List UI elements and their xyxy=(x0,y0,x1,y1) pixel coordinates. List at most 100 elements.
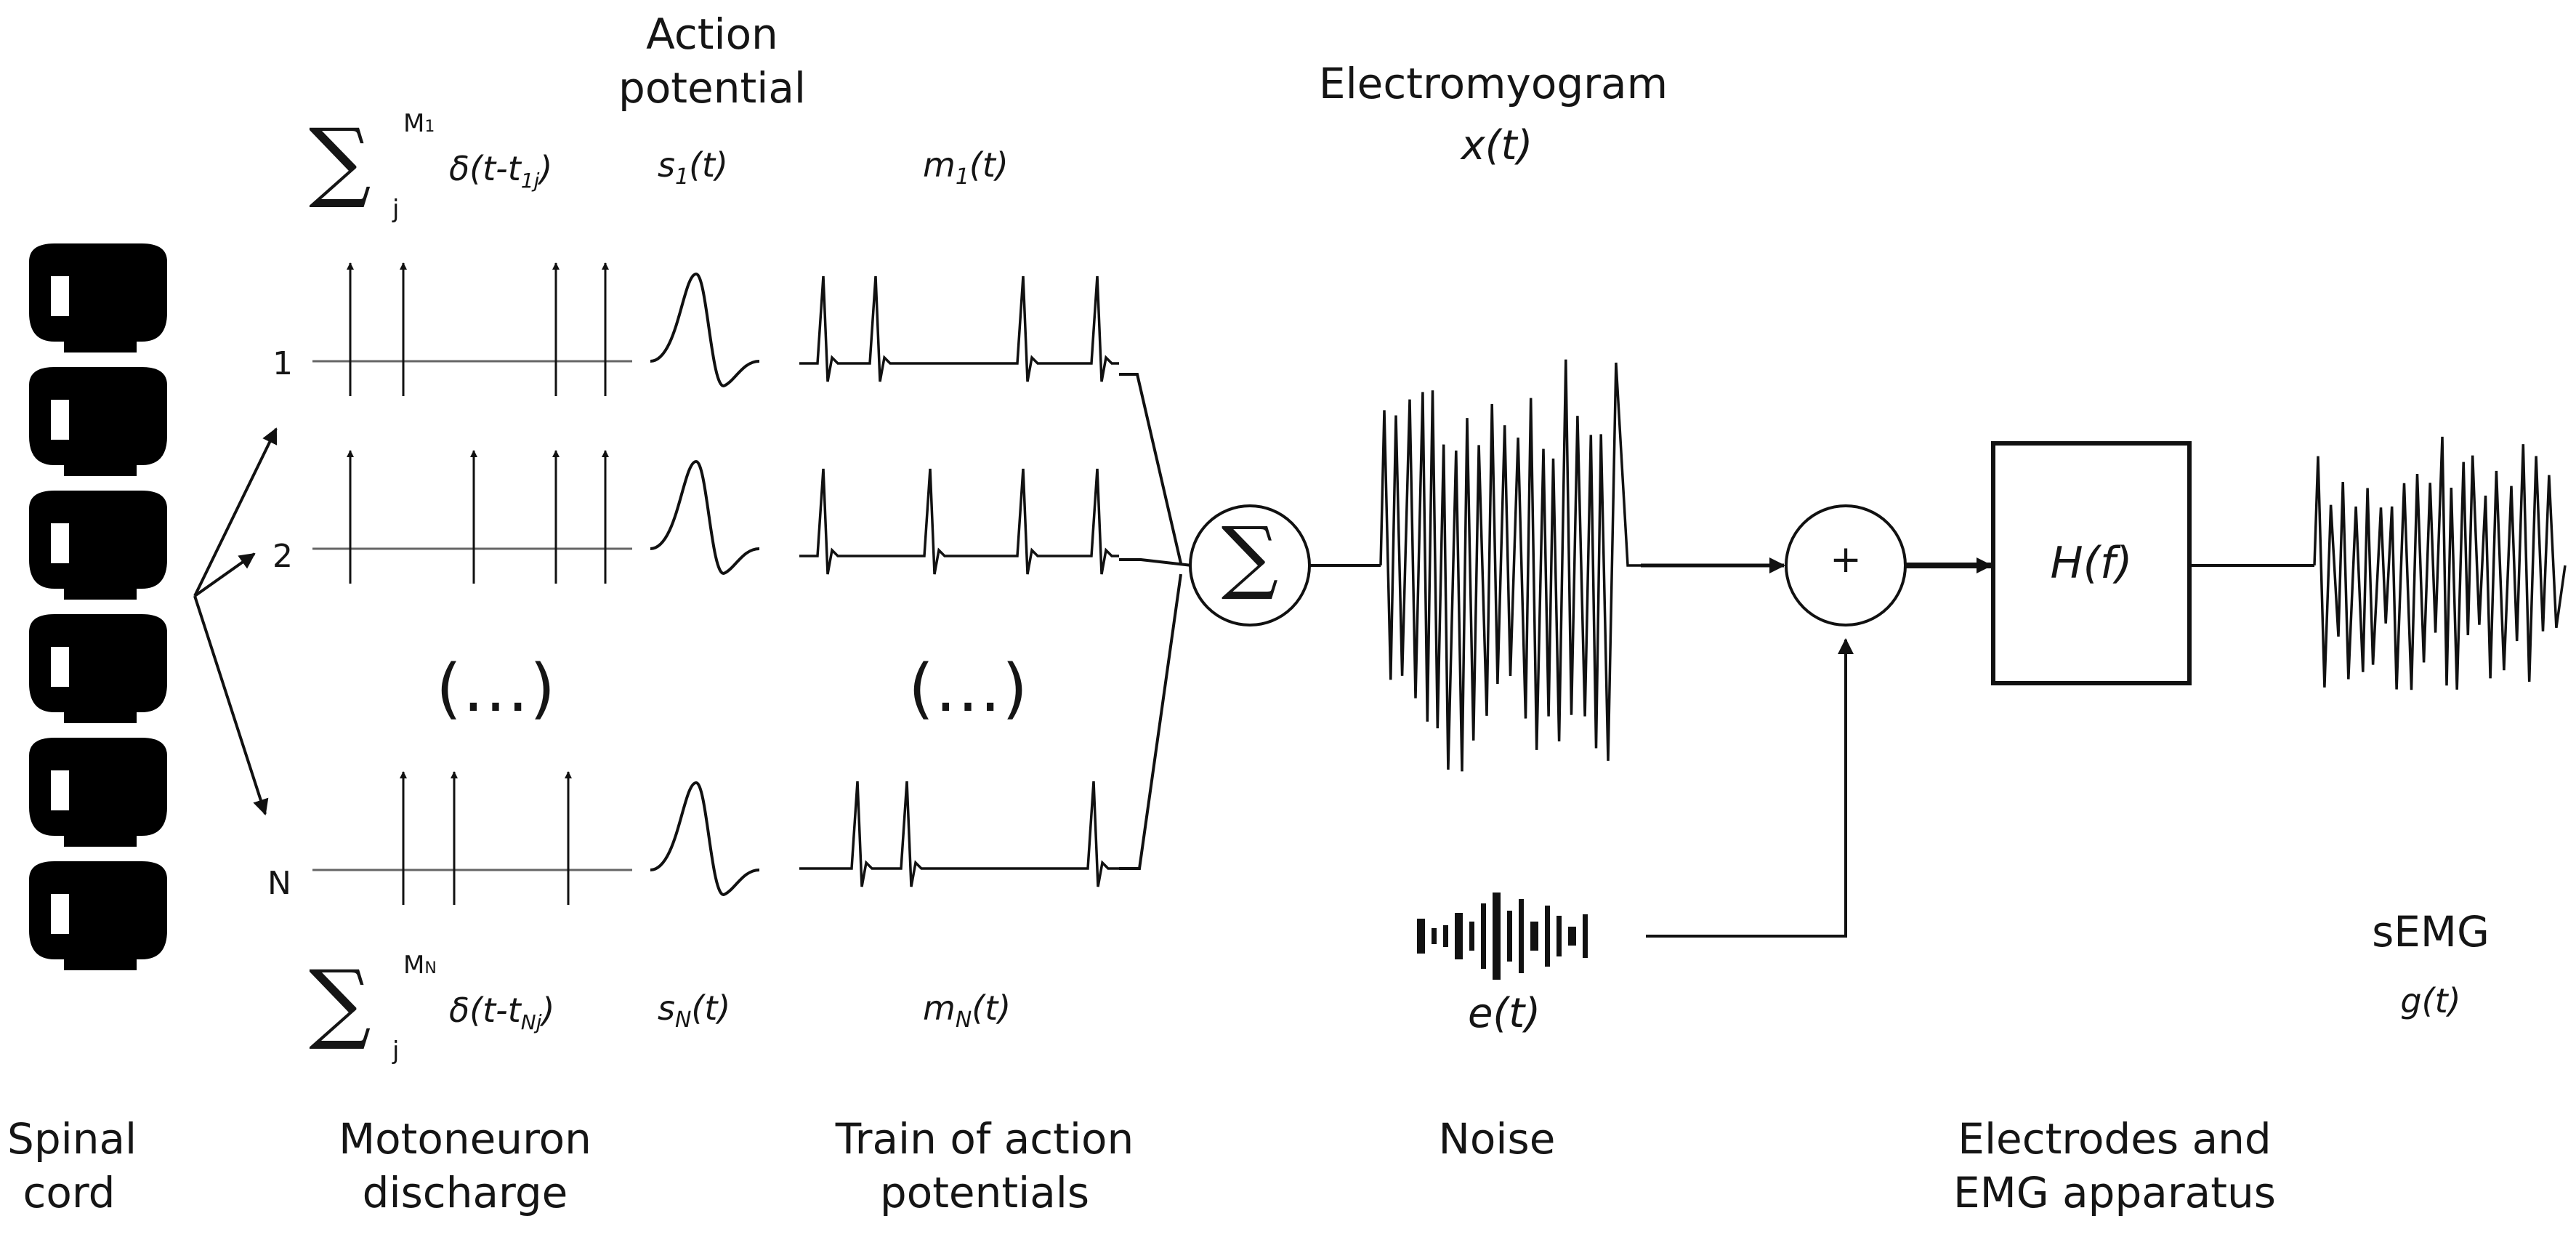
spinal-cord-label: Spinal cord xyxy=(7,1112,137,1220)
noise-bar-8 xyxy=(1507,911,1512,962)
filter-label: H(f) xyxy=(2050,538,2133,589)
noise-waveform-icon xyxy=(1417,893,1588,980)
vertebra-1 xyxy=(29,243,167,342)
train-of-action-potentials-label: Train of action potentials xyxy=(799,1112,1170,1220)
e-t-label: e(t) xyxy=(1467,990,1541,1037)
motoneuron-label-line2: discharge xyxy=(362,1168,568,1217)
g-t-label: g(t) xyxy=(2400,981,2461,1020)
sN-arg: (t) xyxy=(691,988,731,1028)
action-potential-waveforms xyxy=(650,272,760,896)
convergence-lines xyxy=(1119,373,1192,870)
sum-bottom-M-sub: N xyxy=(424,959,437,978)
vertebra-disc-2 xyxy=(64,463,137,476)
branch-arrow-2 xyxy=(193,552,256,597)
vertebra-disc-5 xyxy=(64,834,137,847)
vertebra-disc-4 xyxy=(64,710,137,723)
electrodes-label-line2: EMG apparatus xyxy=(1953,1168,2276,1217)
motoneuron-label-line1: Motoneuron xyxy=(339,1114,591,1164)
spinal-cord-label-line2: cord xyxy=(23,1168,116,1217)
noise-bar-10 xyxy=(1530,922,1538,951)
action-potential-label-line1: Action xyxy=(646,9,778,59)
noise-bar-7 xyxy=(1493,893,1501,980)
action-potential-trains xyxy=(799,275,1119,887)
filter-box xyxy=(1991,441,2192,685)
train-row-1 xyxy=(799,275,1119,382)
sum-top-M: M xyxy=(403,109,425,138)
train-row-2 xyxy=(799,468,1119,575)
delta-top-sub: 1j xyxy=(520,169,540,193)
row-label-N: N xyxy=(267,865,291,902)
s1-sub: 1 xyxy=(674,164,690,190)
vertebra-2 xyxy=(29,367,167,465)
m1-sub: 1 xyxy=(955,164,969,190)
s1-base: s xyxy=(658,145,675,185)
noise-bar-3 xyxy=(1443,925,1448,947)
sum-bottom-M: M xyxy=(403,951,425,980)
sigma-node-symbol: ∑ xyxy=(1221,509,1279,603)
action-potential-row-1 xyxy=(650,272,760,387)
noise-bar-12 xyxy=(1556,916,1562,956)
motoneuron-discharge-spikes xyxy=(312,262,632,905)
mN-sub: N xyxy=(955,1007,972,1034)
spine-branch-arrows xyxy=(193,427,278,815)
train-label-line2: potentials xyxy=(879,1168,1090,1217)
electromyogram-signal xyxy=(1379,359,1641,772)
branch-arrow-1 xyxy=(193,427,278,597)
ellipsis-motoneurons: (...) xyxy=(436,650,557,727)
motoneuron-discharge-label: Motoneuron discharge xyxy=(305,1112,625,1220)
branch-arrow-N xyxy=(193,595,269,815)
semg-label: sEMG xyxy=(2372,907,2490,956)
vertebra-disc-3 xyxy=(64,587,137,600)
noise-bar-2 xyxy=(1432,928,1437,944)
noise-bar-4 xyxy=(1455,913,1463,959)
vertebra-3 xyxy=(29,491,167,589)
action-potential-label-line2: potential xyxy=(618,63,806,113)
delta-bottom-close: ) xyxy=(541,991,555,1030)
train-1-link xyxy=(1119,373,1182,564)
electromyogram-label: Electromyogram xyxy=(1318,59,1668,108)
m1-base: m xyxy=(923,145,956,185)
noise-bar-1 xyxy=(1417,919,1425,954)
spinal-cord-icon xyxy=(29,243,167,970)
delta-bottom-sub: Nj xyxy=(520,1010,542,1035)
sN-label: sN(t) xyxy=(658,988,730,1033)
mN-base: m xyxy=(923,988,956,1028)
sum-top-M-sub: 1 xyxy=(424,118,435,136)
mN-label: mN(t) xyxy=(923,988,1011,1033)
row-label-1: 1 xyxy=(272,345,293,382)
semg-signal xyxy=(2313,436,2567,690)
m1-arg: (t) xyxy=(969,145,1009,185)
sum-symbol-top: ∑ xyxy=(309,110,371,211)
vertebra-6 xyxy=(29,861,167,959)
delta-top-expression: δ(t-t1j) xyxy=(449,149,552,193)
sum-top-upper-limit: M1 xyxy=(403,109,435,138)
m1-label: m1(t) xyxy=(923,145,1009,190)
sum-bottom-upper-limit: MN xyxy=(403,951,437,980)
s1-arg: (t) xyxy=(689,145,728,185)
train-2-link xyxy=(1119,558,1192,567)
ellipsis-trains: (...) xyxy=(908,650,1030,727)
delta-bottom-text: δ(t-t xyxy=(449,991,521,1030)
action-potential-row-3 xyxy=(650,781,760,896)
sum-top-lower-index: j xyxy=(392,195,400,224)
sum-bottom-lower-index: j xyxy=(392,1036,400,1065)
spinal-cord-label-line1: Spinal xyxy=(7,1114,137,1164)
train-row-N xyxy=(799,781,1119,887)
vertebra-5 xyxy=(29,738,167,836)
noise-caption-label: Noise xyxy=(1438,1114,1556,1164)
sN-base: s xyxy=(658,988,675,1028)
electrodes-label-line1: Electrodes and xyxy=(1958,1114,2272,1164)
row-label-2: 2 xyxy=(272,538,293,575)
electrodes-label: Electrodes and EMG apparatus xyxy=(1904,1112,2325,1220)
delta-top-close: ) xyxy=(539,149,553,188)
train-N-link xyxy=(1119,573,1182,870)
action-potential-row-2 xyxy=(650,459,760,575)
noise-bar-14 xyxy=(1583,914,1588,958)
plus-node-symbol: + xyxy=(1830,538,1862,581)
noise-bar-5 xyxy=(1469,922,1474,951)
noise-bar-6 xyxy=(1481,903,1486,969)
noise-bar-11 xyxy=(1545,906,1550,967)
mN-arg: (t) xyxy=(972,988,1012,1028)
vertebra-disc-1 xyxy=(64,339,137,352)
